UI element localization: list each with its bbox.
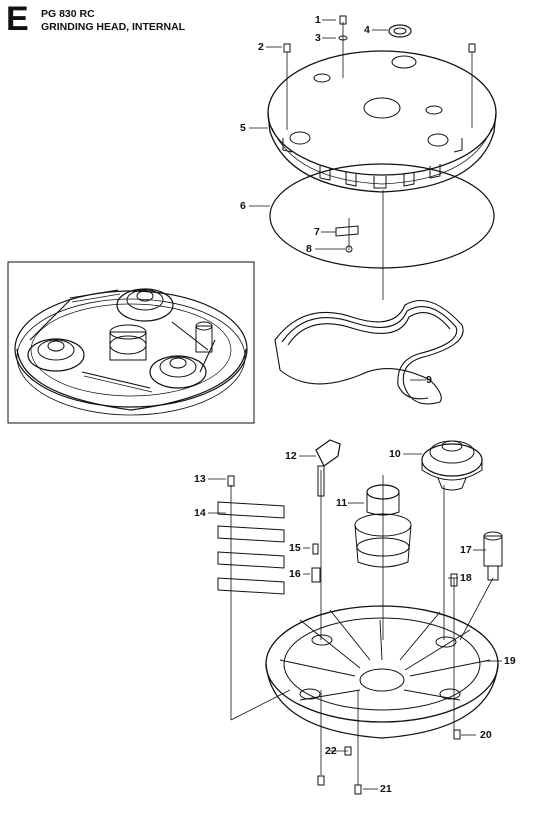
top-cover [267,50,497,193]
callout-14: 14 [194,507,206,519]
callout-15: 15 [289,542,301,554]
sensor-bracket [315,439,341,497]
spindle-housing [354,484,412,568]
callout-21: 21 [380,783,392,795]
small-hardware [283,15,476,253]
callout-5: 5 [240,122,246,134]
callout-22: 22 [325,745,337,757]
callout-20: 20 [480,729,492,741]
gasket [269,163,495,269]
callout-9: 9 [426,374,432,386]
callout-3: 3 [315,32,321,44]
callout-1: 1 [315,14,321,26]
callout-13: 13 [194,473,206,485]
callout-11: 11 [336,497,348,509]
base-plate [265,605,499,739]
leader-lines [208,19,502,790]
callout-17: 17 [460,544,472,556]
bolts-and-plates [217,475,285,595]
diagram-title: GRINDING HEAD, INTERNAL [41,21,186,33]
section-letter: E [6,0,29,38]
callout-12: 12 [285,450,297,462]
assembled-view-inset [7,261,255,424]
callout-2: 2 [258,41,264,53]
pulley [421,440,483,491]
callout-16: 16 [289,568,301,580]
drive-belt [274,300,464,405]
pins-and-bushings [311,531,503,587]
callout-10: 10 [389,448,401,460]
callout-18: 18 [460,572,472,584]
callout-8: 8 [306,243,312,255]
callout-7: 7 [314,226,320,238]
callout-19: 19 [504,655,516,667]
callout-4: 4 [364,24,370,36]
callout-6: 6 [240,200,246,212]
bottom-screws [317,729,461,795]
model-title: PG 830 RC [41,8,95,20]
